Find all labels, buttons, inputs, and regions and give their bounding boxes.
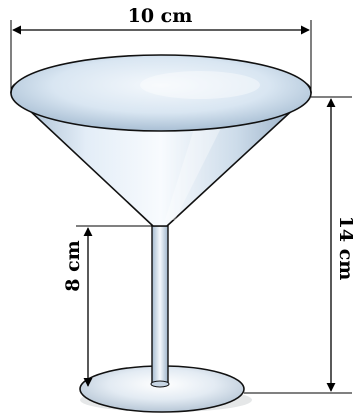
glass-stem	[151, 225, 169, 385]
stem-height-label: 8 cm	[62, 240, 84, 292]
bowl-highlight	[165, 110, 230, 220]
stem-foot	[150, 380, 170, 388]
top-width-label: 10 cm	[128, 5, 193, 27]
rim-inner-shine	[140, 71, 260, 99]
total-height-label: 14 cm	[335, 216, 353, 281]
